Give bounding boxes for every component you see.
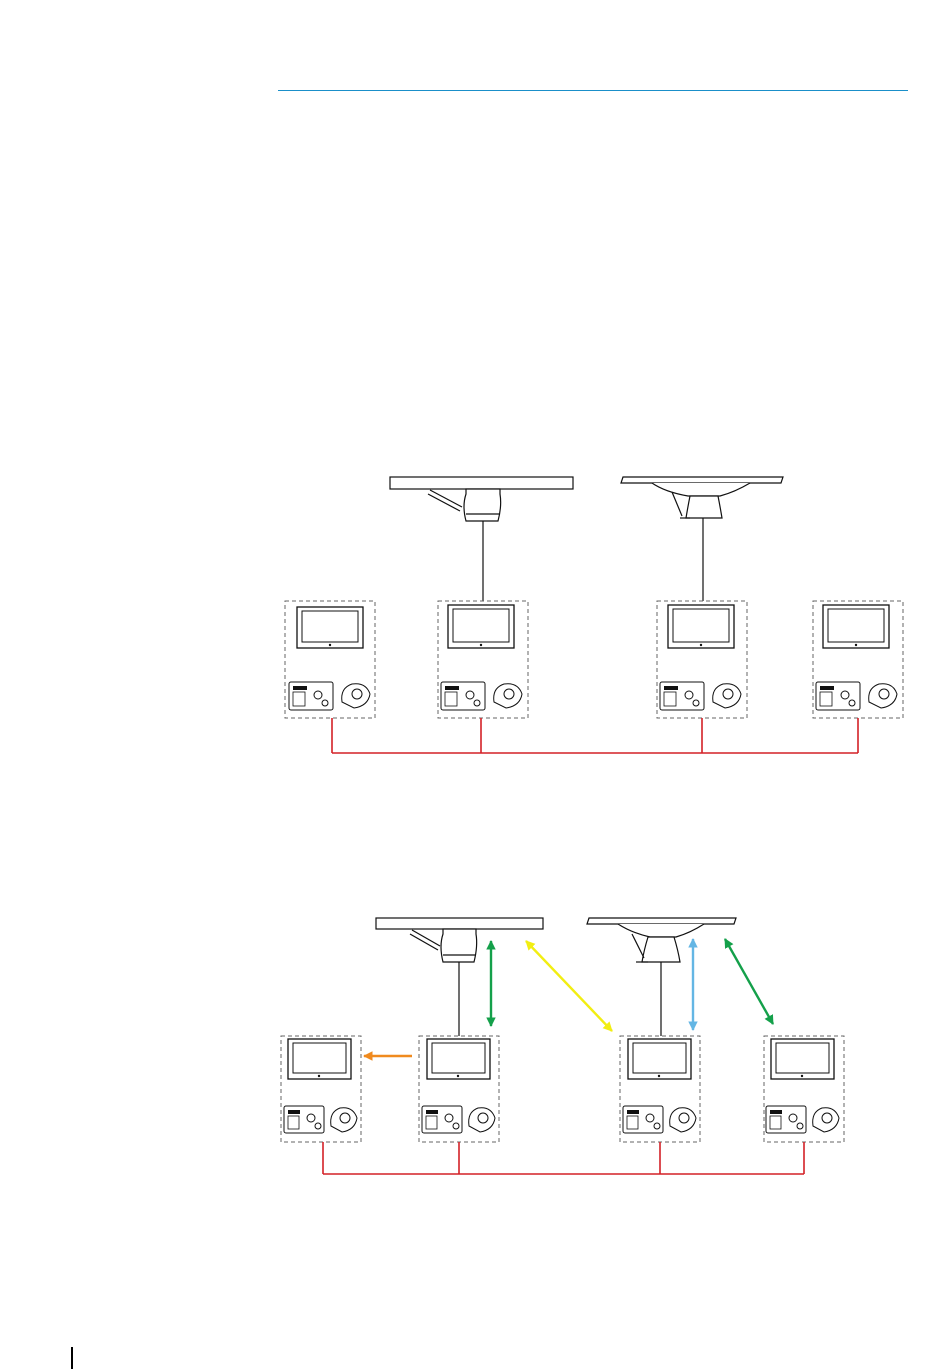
trackball-icon [670, 1108, 696, 1132]
trackball-icon [713, 684, 741, 708]
keypad-icon [422, 1106, 462, 1133]
display-icon [448, 605, 514, 648]
display-icon [297, 607, 363, 648]
display-icon [668, 605, 734, 648]
trackball-icon [869, 684, 897, 708]
arrow-yellow [526, 941, 612, 1031]
display-icon [288, 1039, 351, 1079]
trackball-icon [342, 684, 370, 708]
station-3 [657, 601, 747, 718]
trackball-icon [813, 1108, 839, 1132]
station-1 [285, 601, 375, 718]
network-bus [323, 1142, 804, 1174]
station-1 [281, 1036, 361, 1142]
diagram-bottom [281, 918, 844, 1174]
keypad-icon [623, 1106, 663, 1133]
keypad-icon [660, 682, 704, 710]
keypad-icon [441, 682, 485, 710]
keypad-icon [284, 1106, 324, 1133]
network-bus [332, 718, 858, 753]
display-icon [427, 1039, 490, 1079]
keypad-icon [289, 682, 333, 710]
display-icon [628, 1039, 691, 1079]
station-4 [764, 1036, 844, 1142]
station-4 [813, 601, 903, 718]
display-icon [771, 1039, 834, 1079]
display-icon [823, 605, 889, 648]
arrow-green-2 [725, 939, 773, 1024]
station-2 [419, 1036, 499, 1142]
antenna-open-array-icon [376, 918, 543, 1036]
keypad-icon [816, 682, 860, 710]
trackball-icon [469, 1108, 495, 1132]
keypad-icon [766, 1106, 806, 1133]
trackball-icon [331, 1108, 357, 1132]
antenna-dome-icon [587, 918, 736, 1036]
station-2 [438, 601, 528, 718]
antenna-open-array-icon [390, 477, 573, 601]
antenna-dome-icon [621, 477, 783, 601]
station-3 [620, 1036, 700, 1142]
diagram-top [285, 477, 903, 753]
trackball-icon [494, 684, 522, 708]
